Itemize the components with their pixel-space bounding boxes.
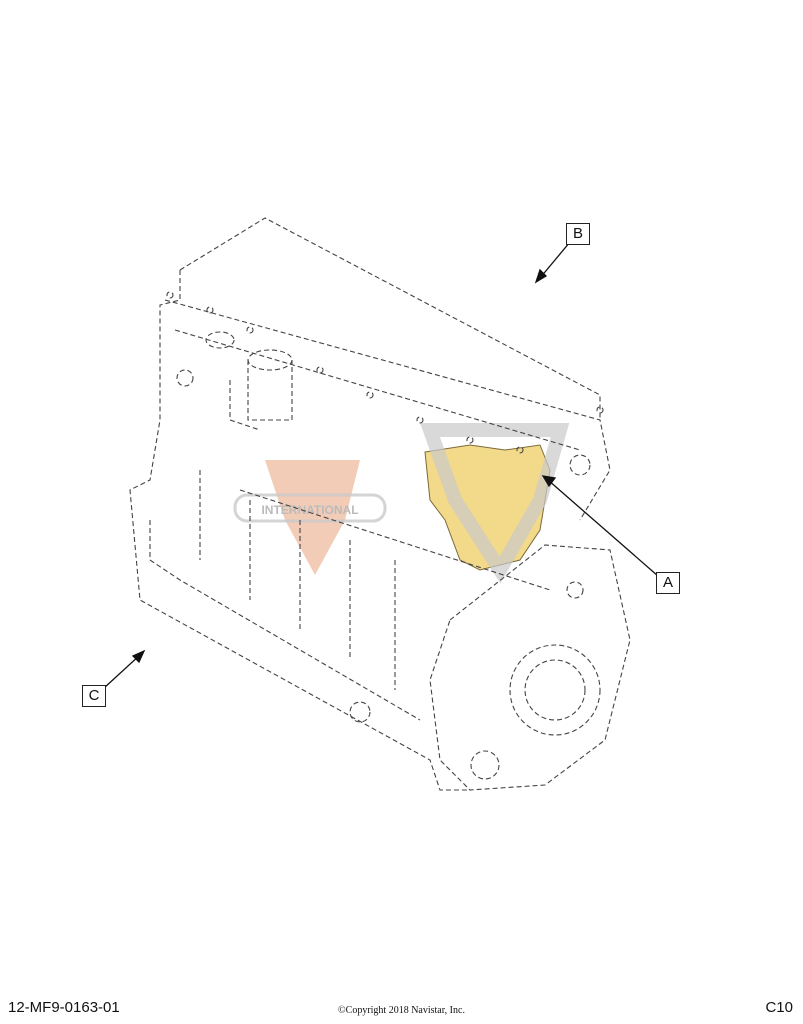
callout-label-a: A	[656, 572, 680, 594]
part-number: 12-MF9-0163-01	[8, 999, 120, 1016]
arrow-b	[539, 241, 571, 279]
watermark-text: INTERNATIONAL	[261, 503, 358, 517]
copyright-notice: ©Copyright 2018 Navistar, Inc.	[338, 1005, 465, 1016]
arrow-c	[103, 654, 141, 689]
callout-arrows	[103, 241, 659, 689]
arrow-a	[547, 479, 659, 577]
engine-line-drawing	[129, 217, 631, 791]
international-logo-watermark: INTERNATIONAL	[233, 423, 570, 584]
page-code: C10	[765, 999, 793, 1016]
callout-label-b: B	[566, 223, 590, 245]
callout-label-c: C	[82, 685, 106, 707]
